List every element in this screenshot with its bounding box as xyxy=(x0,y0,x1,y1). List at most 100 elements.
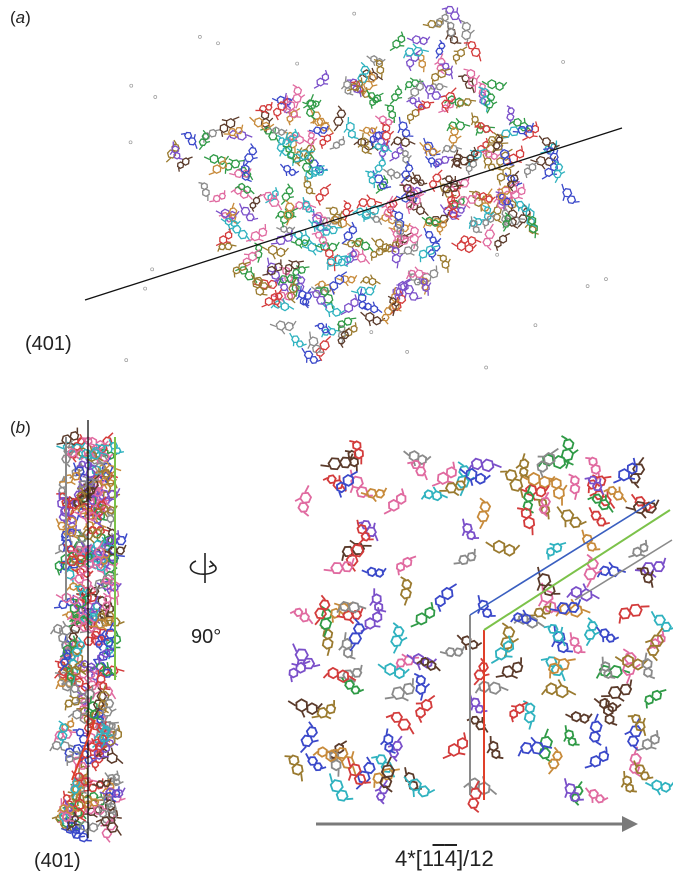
molecule xyxy=(89,499,106,528)
molecule xyxy=(73,820,102,836)
molecule xyxy=(64,695,86,711)
molecule xyxy=(106,721,120,741)
molecule xyxy=(73,668,98,682)
molecule xyxy=(77,545,101,559)
molecule xyxy=(72,793,98,805)
molecule xyxy=(506,105,515,126)
molecule xyxy=(326,750,342,777)
molecule xyxy=(83,676,101,707)
molecule xyxy=(243,143,258,167)
molecule xyxy=(81,601,97,629)
molecule xyxy=(66,581,91,594)
molecule xyxy=(451,240,477,254)
molecule xyxy=(82,803,103,818)
molecule xyxy=(383,488,407,515)
molecule xyxy=(416,656,441,672)
molecule xyxy=(496,164,515,186)
molecule xyxy=(441,5,462,24)
molecule xyxy=(101,545,120,562)
molecule xyxy=(410,602,436,628)
molecule xyxy=(198,181,210,202)
molecule xyxy=(439,476,467,497)
molecule xyxy=(584,746,610,769)
molecule xyxy=(103,630,122,655)
molecule xyxy=(448,124,462,150)
molecule xyxy=(319,132,334,150)
molecule xyxy=(86,595,102,625)
molecule xyxy=(66,811,80,831)
molecule xyxy=(453,548,477,566)
molecule xyxy=(279,163,300,177)
molecule xyxy=(360,487,388,503)
molecule xyxy=(59,649,72,672)
molecule xyxy=(372,170,392,190)
molecule xyxy=(630,493,656,512)
molecule xyxy=(59,802,76,825)
molecule xyxy=(104,801,117,822)
molecule xyxy=(99,548,111,569)
molecule xyxy=(538,728,554,763)
molecule xyxy=(98,549,125,567)
molecule xyxy=(59,468,81,486)
molecule xyxy=(82,520,107,531)
molecule xyxy=(91,487,121,501)
molecule xyxy=(593,697,622,713)
molecule xyxy=(54,550,75,576)
molecule xyxy=(408,224,423,250)
molecule xyxy=(93,497,109,522)
molecule xyxy=(94,496,107,521)
molecule xyxy=(76,458,97,470)
molecule xyxy=(76,480,94,505)
molecule xyxy=(406,35,431,46)
molecule xyxy=(305,753,327,772)
molecule xyxy=(395,653,420,671)
molecule xyxy=(99,786,121,803)
molecule xyxy=(495,657,524,680)
molecule xyxy=(618,603,650,624)
molecule xyxy=(270,298,295,312)
molecule xyxy=(51,814,73,832)
molecule xyxy=(91,484,104,508)
molecule xyxy=(96,543,111,570)
molecule xyxy=(60,535,80,555)
molecule xyxy=(61,610,84,627)
molecule xyxy=(63,543,83,557)
molecule xyxy=(329,740,348,763)
molecule xyxy=(85,695,102,721)
molecule xyxy=(95,447,119,460)
cell-edge-blue-b xyxy=(469,499,656,616)
molecule xyxy=(287,698,323,718)
molecule xyxy=(83,486,105,498)
molecule xyxy=(92,681,117,700)
molecule xyxy=(551,624,573,654)
molecule xyxy=(336,600,367,614)
molecule xyxy=(583,553,603,588)
molecule xyxy=(589,489,616,509)
molecule xyxy=(466,715,489,733)
molecule xyxy=(78,448,107,461)
molecule xyxy=(249,193,262,212)
molecule xyxy=(280,183,294,205)
molecule xyxy=(509,701,528,723)
molecule xyxy=(96,665,125,678)
molecule xyxy=(325,206,343,229)
molecule xyxy=(68,637,86,665)
molecule xyxy=(509,117,533,133)
molecule xyxy=(223,124,244,139)
molecule xyxy=(103,622,117,651)
molecule xyxy=(77,746,97,765)
molecule xyxy=(624,718,643,751)
molecule xyxy=(169,141,183,160)
molecule xyxy=(70,772,99,790)
molecule xyxy=(57,720,69,747)
molecule xyxy=(288,660,311,683)
molecule xyxy=(65,817,86,840)
molecule xyxy=(347,757,371,786)
molecule xyxy=(433,10,449,29)
molecule xyxy=(536,566,561,597)
plane-label-a: (401) xyxy=(25,333,72,355)
molecule xyxy=(360,606,383,633)
molecule xyxy=(69,460,84,479)
molecule xyxy=(60,825,83,835)
molecule xyxy=(102,544,127,556)
